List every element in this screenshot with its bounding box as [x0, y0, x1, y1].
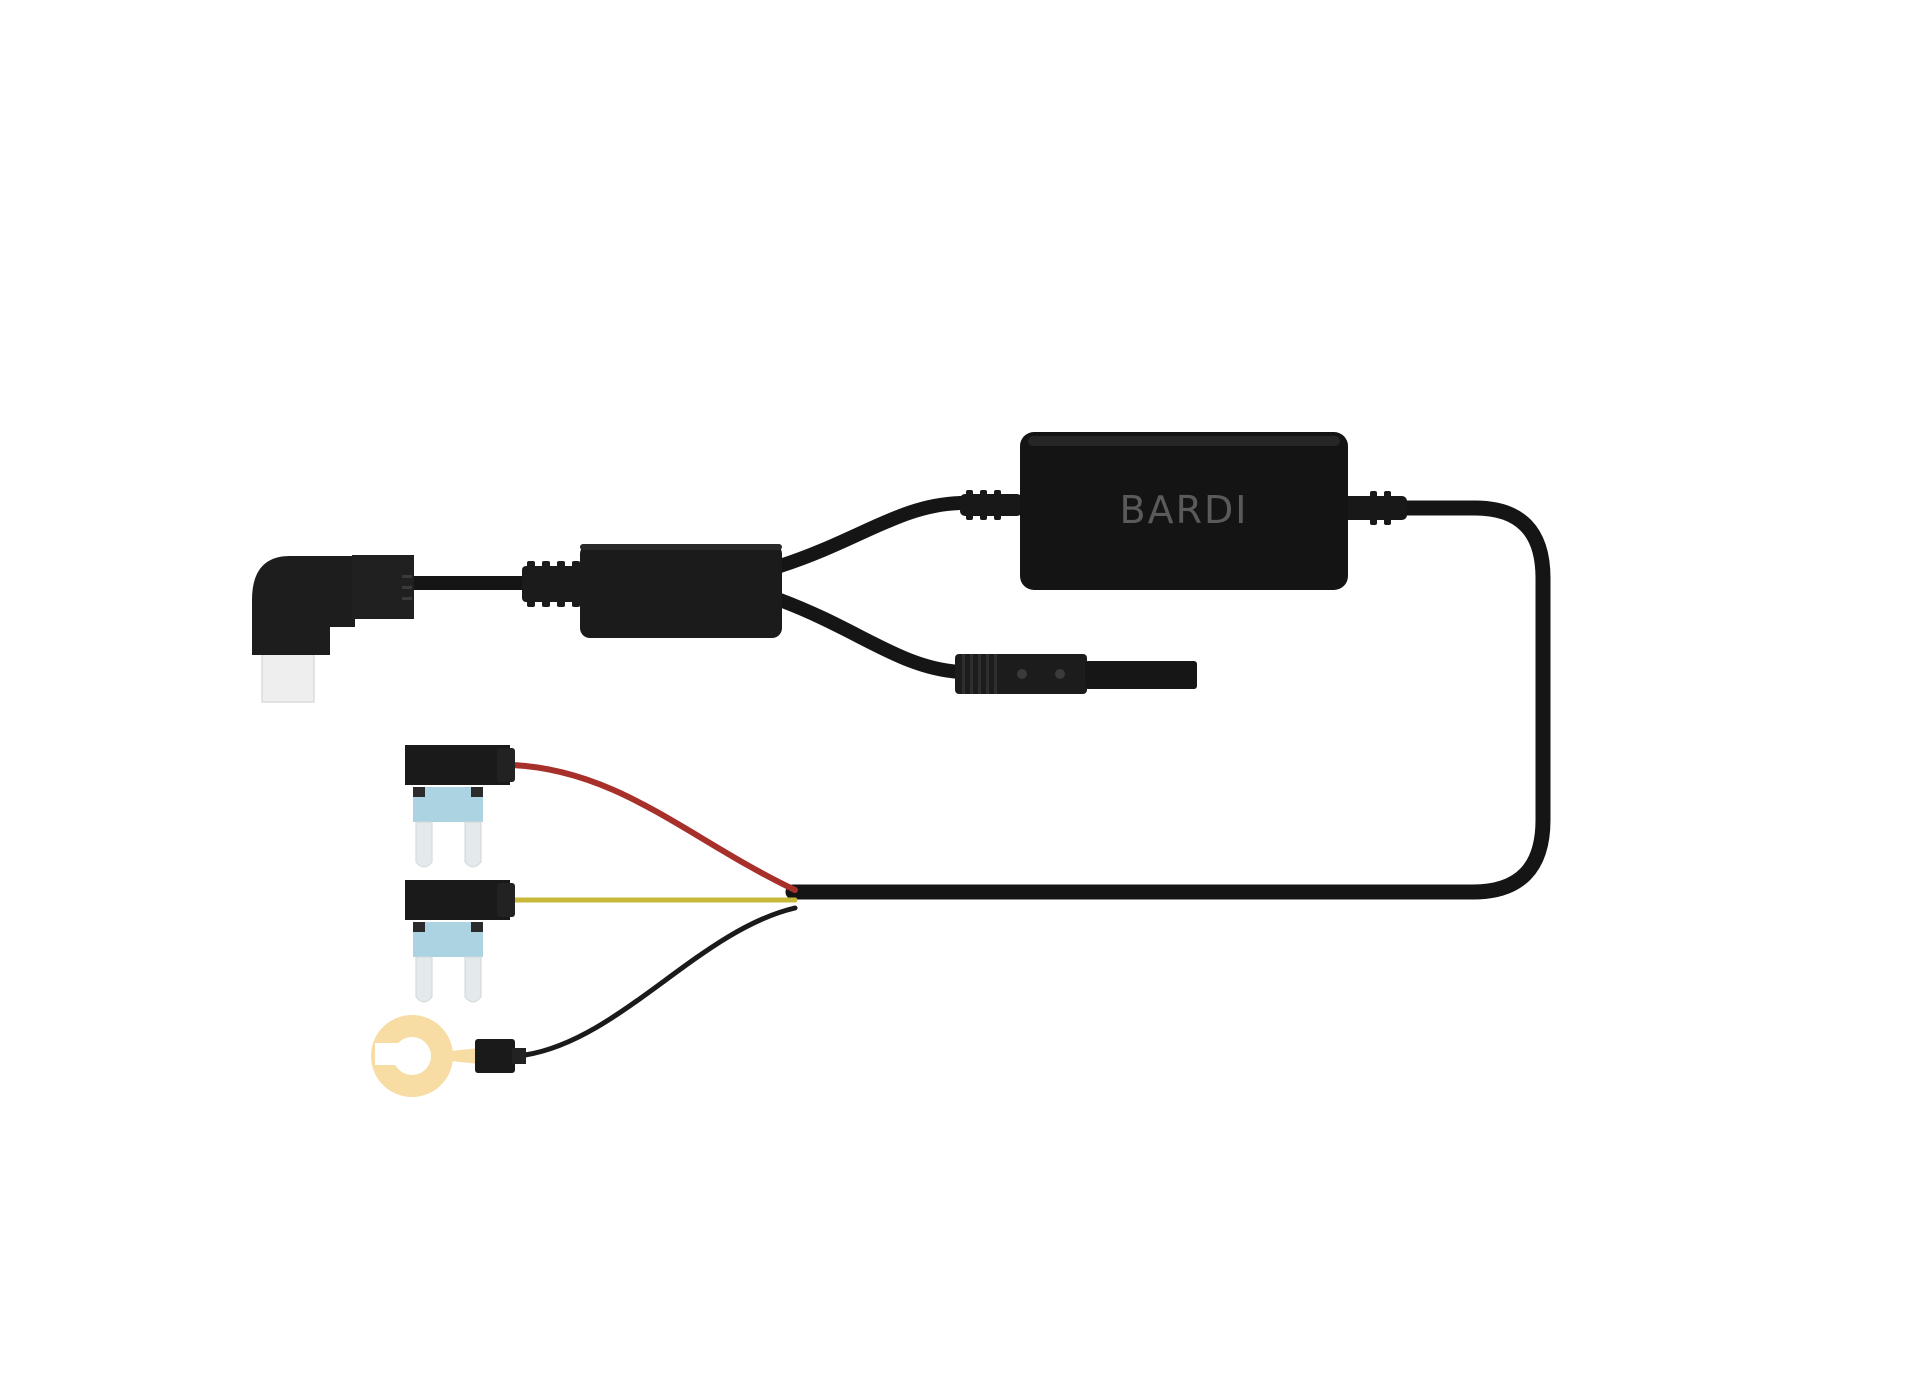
usb-c-grip-slot	[402, 575, 412, 578]
main-cables	[403, 496, 1551, 900]
ring-terminal-sleeve-tail	[512, 1048, 526, 1064]
fuse-body	[413, 922, 483, 957]
fuse-holder-tab	[471, 787, 483, 797]
splitter-edge	[580, 544, 782, 550]
wire-red	[509, 762, 798, 893]
fuse-leg-left	[415, 956, 433, 1003]
barrel-dot	[1055, 669, 1065, 679]
converter-strain-reliefs	[960, 490, 1407, 525]
fuse-holder-tab	[471, 922, 483, 932]
ring-terminal-sleeve	[475, 1039, 515, 1073]
wire-black	[522, 905, 798, 1058]
barrel-tip	[1085, 661, 1197, 689]
fuse-holder-cap	[497, 748, 515, 782]
usb-c-metal-plug	[261, 649, 315, 703]
fuse-holder-cap	[497, 883, 515, 917]
cable-converter-loop	[785, 500, 1551, 900]
ring-terminal-gap	[375, 1043, 401, 1065]
usb-c-angled-connector-icon	[252, 555, 414, 703]
fuse-body	[413, 787, 483, 822]
barrel-dot	[1017, 669, 1027, 679]
thin-wires	[509, 762, 798, 1058]
usb-c-grip-slot	[402, 597, 412, 600]
converter-body	[1020, 432, 1348, 590]
mini-blade-fuse-tap-icon	[405, 880, 515, 1003]
fuse-holder-tab	[413, 922, 425, 932]
cable-splitter-to-barrel	[773, 593, 967, 679]
fuse-leg-left	[415, 821, 433, 868]
fuse-leg-right	[464, 956, 482, 1003]
fuse-leg-right	[464, 821, 482, 868]
splitter-strain-relief-left	[522, 561, 588, 607]
converter-brand-label: BARDI	[1120, 488, 1249, 532]
barrel-ridges	[962, 654, 997, 694]
mini-blade-fuse-tap-icon	[405, 745, 515, 868]
usb-c-grip-slot	[402, 586, 412, 589]
cable-splitter-to-converter	[773, 496, 1027, 573]
ring-terminal-icon	[371, 1015, 526, 1097]
dc-barrel-connector-icon	[955, 654, 1197, 694]
usb-c-housing	[252, 556, 355, 655]
y-splitter-icon	[580, 544, 782, 638]
fuse-holder	[405, 745, 510, 785]
splitter-body	[580, 544, 782, 638]
power-converter-box-icon: BARDI	[1020, 432, 1348, 590]
fuse-holder-tab	[413, 787, 425, 797]
converter-edge	[1028, 436, 1340, 446]
fuse-holder	[405, 880, 510, 920]
